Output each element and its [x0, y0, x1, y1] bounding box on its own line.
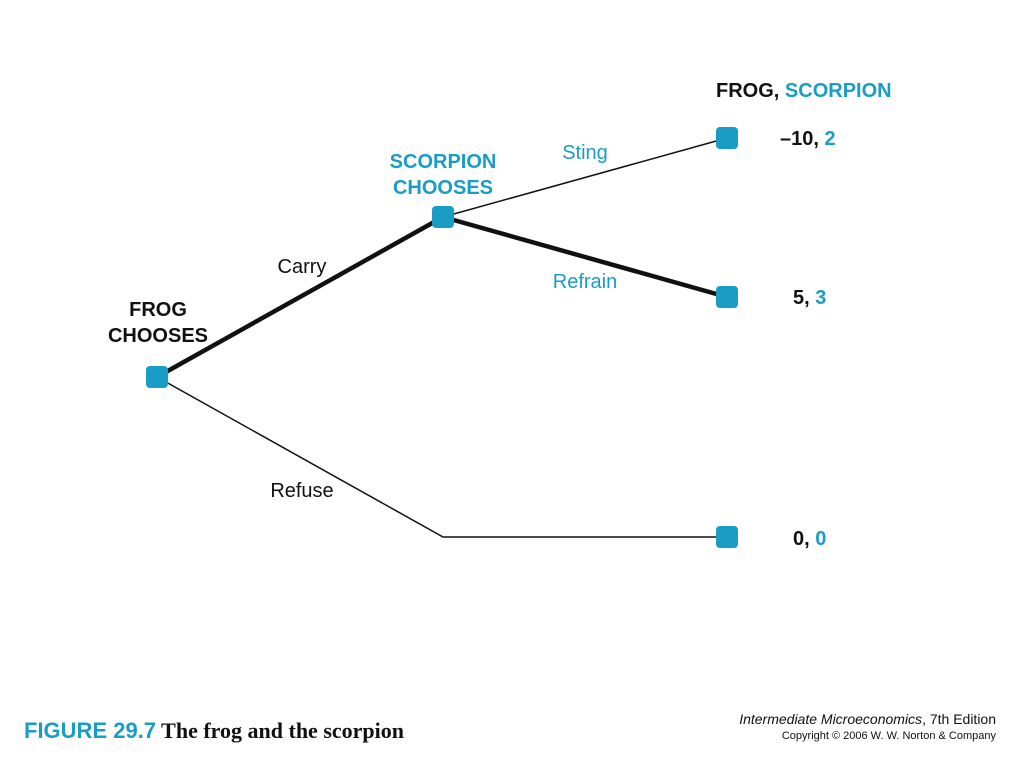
edge-label-refuse: Refuse — [270, 480, 333, 502]
edge-label-refrain: Refrain — [553, 271, 617, 293]
figure-caption: FIGURE 29.7 The frog and the scorpion — [24, 718, 404, 744]
node-frog — [146, 366, 168, 388]
node-scorpion — [432, 206, 454, 228]
scorpion-chooses-label-line1: SCORPION — [390, 151, 497, 173]
edge-sting — [442, 137, 728, 218]
payoff-refuse: 0, 0 — [793, 528, 826, 550]
book-edition: , 7th Edition — [922, 711, 996, 727]
node-terminal-refrain — [716, 286, 738, 308]
payoff-header: FROG, SCORPION — [716, 80, 892, 102]
copyright-line: Copyright © 2006 W. W. Norton & Company — [781, 730, 996, 742]
scorpion-chooses-label-line2: CHOOSES — [393, 177, 493, 199]
frog-chooses-label-line1: FROG — [129, 299, 187, 321]
edge-carry — [155, 215, 445, 379]
node-terminal-sting — [716, 127, 738, 149]
edge-refrain — [442, 214, 728, 300]
edge-refuse — [156, 376, 727, 538]
book-line: Intermediate Microeconomics, 7th Edition — [739, 711, 996, 727]
figure-title: The frog and the scorpion — [161, 718, 404, 743]
frog-chooses-label-line2: CHOOSES — [108, 325, 208, 347]
edge-label-carry: Carry — [278, 256, 327, 278]
edge-label-sting: Sting — [562, 142, 608, 164]
credit-block: Intermediate Microeconomics, 7th Edition… — [739, 711, 996, 742]
figure-number: FIGURE 29.7 — [24, 718, 157, 743]
payoff-refrain: 5, 3 — [793, 287, 826, 309]
node-terminal-refuse — [716, 526, 738, 548]
book-title: Intermediate Microeconomics — [739, 711, 923, 727]
payoff-sting: –10, 2 — [780, 128, 836, 150]
